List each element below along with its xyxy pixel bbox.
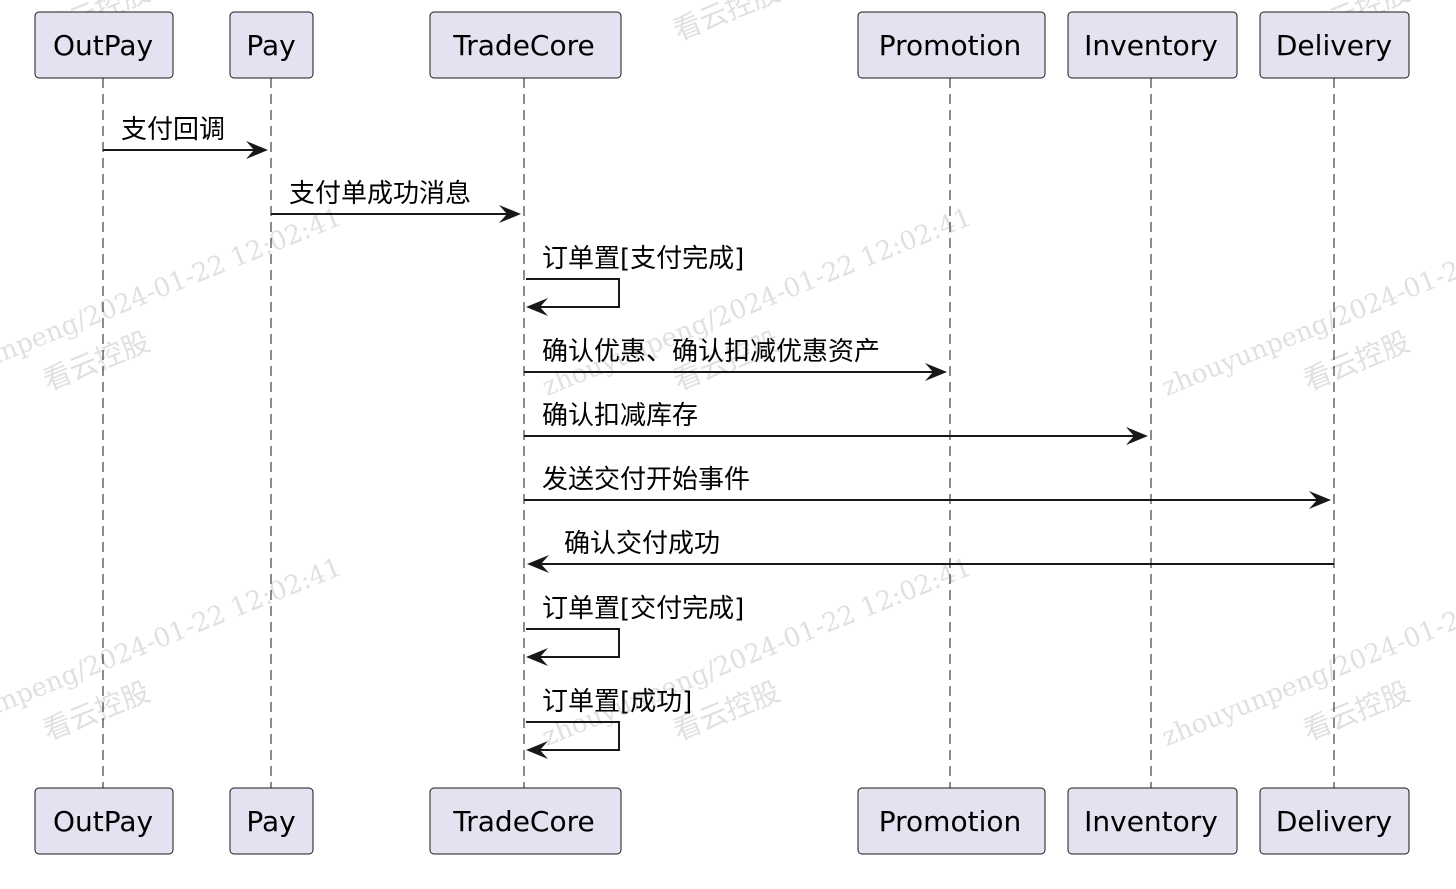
participant-label-delivery: Delivery	[1276, 29, 1392, 62]
participant-delivery-bottom: Delivery	[1259, 787, 1410, 855]
arrowhead-icon	[526, 648, 548, 666]
participant-label-outpay: OutPay	[53, 29, 153, 62]
participant-box-delivery	[1259, 787, 1410, 855]
participant-label-outpay: OutPay	[53, 805, 153, 838]
participant-delivery-top: Delivery	[1259, 11, 1410, 79]
participant-promotion-bottom: Promotion	[857, 787, 1046, 855]
message-3: 订单置[支付完成]	[526, 244, 744, 316]
arrowhead-icon	[499, 205, 521, 223]
participant-box-pay	[229, 11, 314, 79]
participant-label-inventory: Inventory	[1084, 805, 1218, 838]
message-label: 支付单成功消息	[289, 179, 471, 209]
participant-label-promotion: Promotion	[879, 805, 1021, 838]
participant-box-pay	[229, 787, 314, 855]
self-message-line	[526, 628, 620, 658]
participant-outpay-bottom: OutPay	[34, 787, 174, 855]
arrowhead-icon	[526, 298, 548, 316]
message-6: 发送交付开始事件	[524, 465, 1331, 509]
lifelines	[102, 78, 1335, 788]
participant-label-promotion: Promotion	[879, 29, 1021, 62]
participant-box-tradecore	[429, 11, 622, 79]
participant-box-promotion	[857, 787, 1046, 855]
watermark-company: 看云控股	[668, 0, 784, 47]
participant-box-tradecore	[429, 787, 622, 855]
message-5: 确认扣减库存	[524, 401, 1148, 445]
message-label: 确认优惠、确认扣减优惠资产	[542, 337, 880, 367]
participant-box-promotion	[857, 11, 1046, 79]
participant-box-inventory	[1067, 11, 1238, 79]
message-2: 支付单成功消息	[271, 179, 521, 223]
message-4: 确认优惠、确认扣减优惠资产	[524, 337, 947, 381]
message-1: 支付回调	[103, 115, 268, 159]
participant-promotion-top: Promotion	[857, 11, 1046, 79]
message-label: 订单置[交付完成]	[542, 594, 744, 624]
participant-label-pay: Pay	[246, 29, 295, 62]
participant-label-inventory: Inventory	[1084, 29, 1218, 62]
participant-label-delivery: Delivery	[1276, 805, 1392, 838]
participant-box-delivery	[1259, 11, 1410, 79]
participant-tradecore-bottom: TradeCore	[429, 787, 622, 855]
arrowhead-icon	[246, 141, 268, 159]
message-label: 订单置[支付完成]	[542, 244, 744, 274]
arrowhead-icon	[1126, 427, 1148, 445]
message-label: 发送交付开始事件	[542, 465, 750, 495]
message-label: 订单置[成功]	[542, 687, 692, 717]
participant-tradecore-top: TradeCore	[429, 11, 622, 79]
message-label: 确认扣减库存	[542, 401, 698, 431]
participant-box-outpay	[34, 11, 174, 79]
participant-label-pay: Pay	[246, 805, 295, 838]
participant-inventory-bottom: Inventory	[1067, 787, 1238, 855]
participant-pay-top: Pay	[229, 11, 314, 79]
arrowhead-icon	[925, 363, 947, 381]
participant-label-tradecore: TradeCore	[452, 805, 594, 838]
arrowhead-icon	[527, 555, 549, 573]
participant-outpay-top: OutPay	[34, 11, 174, 79]
participant-box-outpay	[34, 787, 174, 855]
message-9: 订单置[成功]	[526, 687, 692, 759]
message-label: 确认交付成功	[564, 529, 720, 559]
participant-boxes: OutPayOutPayPayPayTradeCoreTradeCoreProm…	[34, 11, 1410, 855]
participant-label-tradecore: TradeCore	[452, 29, 594, 62]
participant-pay-bottom: Pay	[229, 787, 314, 855]
self-message-line	[526, 721, 620, 751]
message-label: 支付回调	[121, 115, 225, 145]
watermark-layer: 看云控股看云控股看云控股看云控股看云控股看云控股看云控股看云控股看云控股zhou…	[0, 0, 1456, 753]
self-message-line	[526, 278, 620, 308]
participant-inventory-top: Inventory	[1067, 11, 1238, 79]
participant-box-inventory	[1067, 787, 1238, 855]
arrowhead-icon	[526, 741, 548, 759]
message-8: 订单置[交付完成]	[526, 594, 744, 666]
arrowhead-icon	[1309, 491, 1331, 509]
message-7: 确认交付成功	[527, 529, 1334, 573]
